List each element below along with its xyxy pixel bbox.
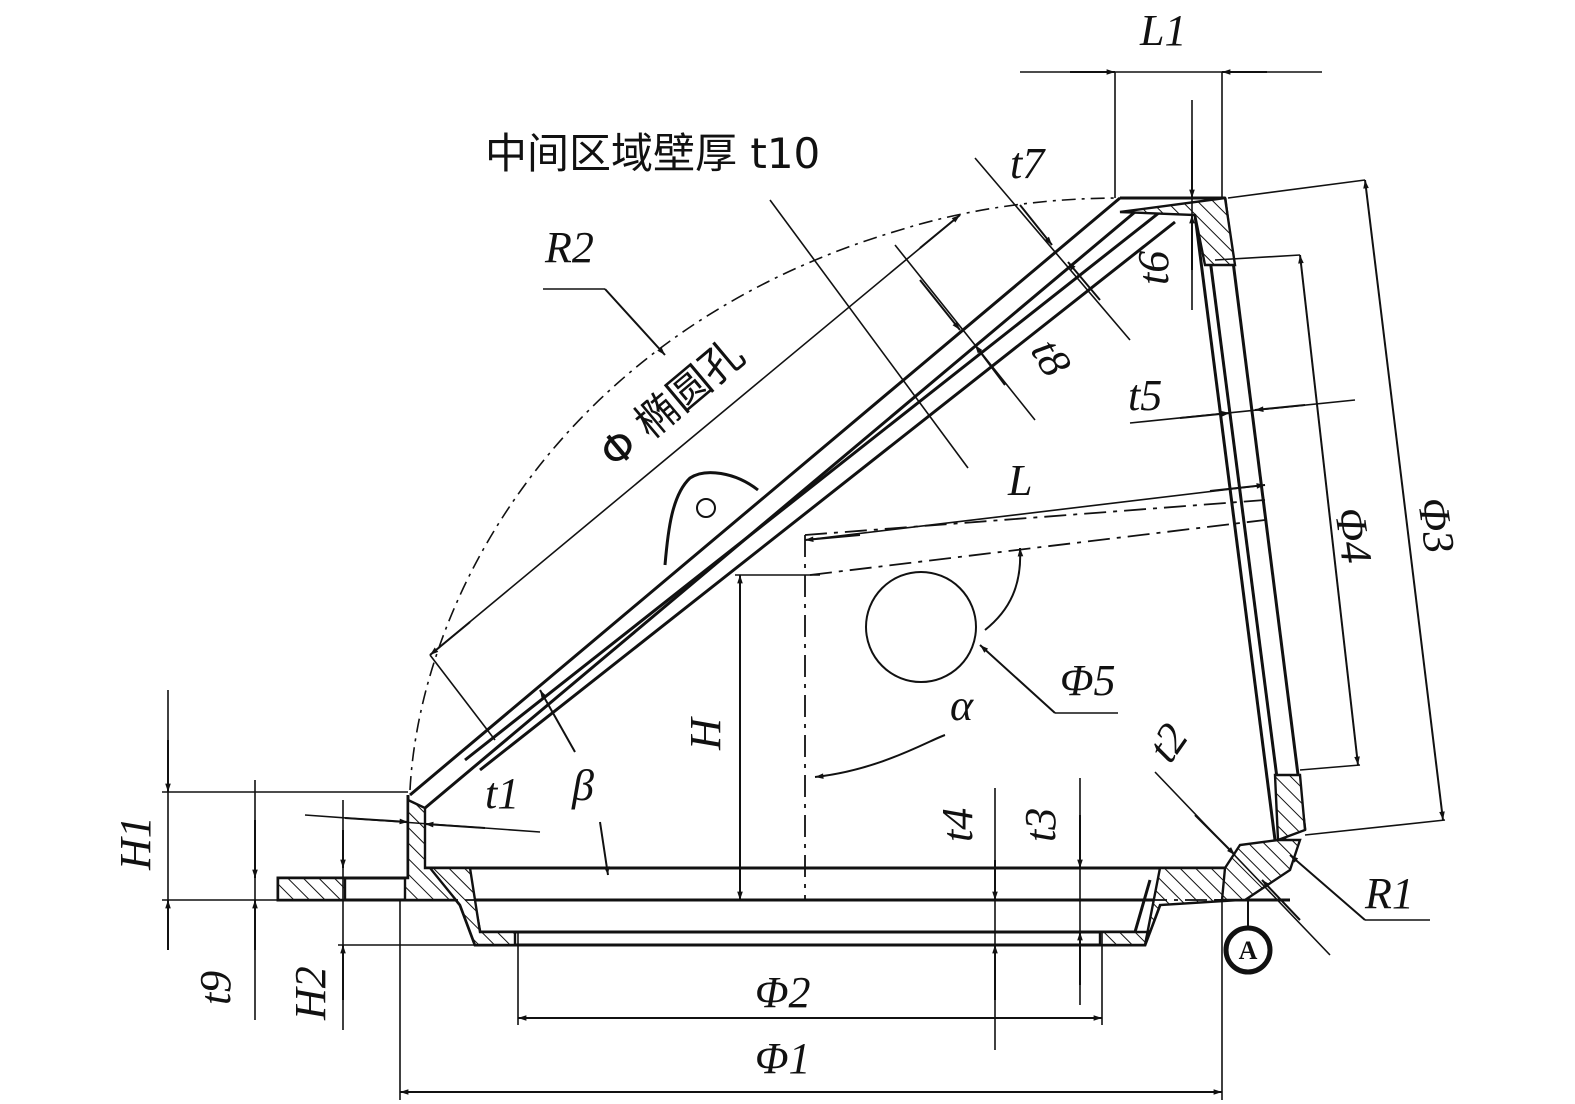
label-t10: 中间区域壁厚 t10 — [485, 129, 820, 178]
label-H1: H1 — [111, 816, 160, 871]
label-phi5: Φ5 — [1060, 656, 1116, 705]
label-L1: L1 — [1139, 6, 1186, 55]
dimension-lines — [162, 69, 1446, 1100]
label-H2: H2 — [286, 966, 335, 1021]
label-t4: t4 — [933, 808, 982, 842]
label-R1: R1 — [1364, 869, 1414, 918]
label-t5: t5 — [1128, 371, 1162, 420]
label-beta: β — [571, 761, 594, 810]
phi5-hole — [865, 571, 977, 683]
label-ellipse-hole: Φ 椭圆孔 — [590, 329, 754, 477]
part-outline — [276, 196, 1307, 947]
center-lines — [409, 197, 1266, 901]
label-t3: t3 — [1016, 808, 1065, 842]
datum-label: A — [1239, 936, 1258, 965]
label-R2: R2 — [544, 223, 594, 272]
label-t1: t1 — [485, 769, 519, 818]
label-t7: t7 — [1010, 139, 1046, 188]
label-t6: t6 — [1129, 251, 1178, 285]
label-t9: t9 — [191, 971, 240, 1005]
label-H: H — [681, 716, 730, 751]
hatched-sections — [276, 196, 1307, 947]
label-phi3: Φ3 — [1408, 495, 1464, 557]
datum-symbol: A — [1223, 925, 1273, 975]
label-phi2: Φ2 — [755, 968, 811, 1017]
label-L: L — [1007, 456, 1032, 505]
label-t8: t8 — [1021, 331, 1081, 385]
label-t2: t2 — [1138, 715, 1198, 771]
label-phi4: Φ4 — [1325, 505, 1381, 567]
label-phi1: Φ1 — [755, 1034, 811, 1083]
label-alpha: α — [950, 681, 974, 730]
labels: L1 中间区域壁厚 t10 t7 R2 t6 t8 Φ 椭圆孔 t5 L Φ4 … — [111, 6, 1464, 1083]
